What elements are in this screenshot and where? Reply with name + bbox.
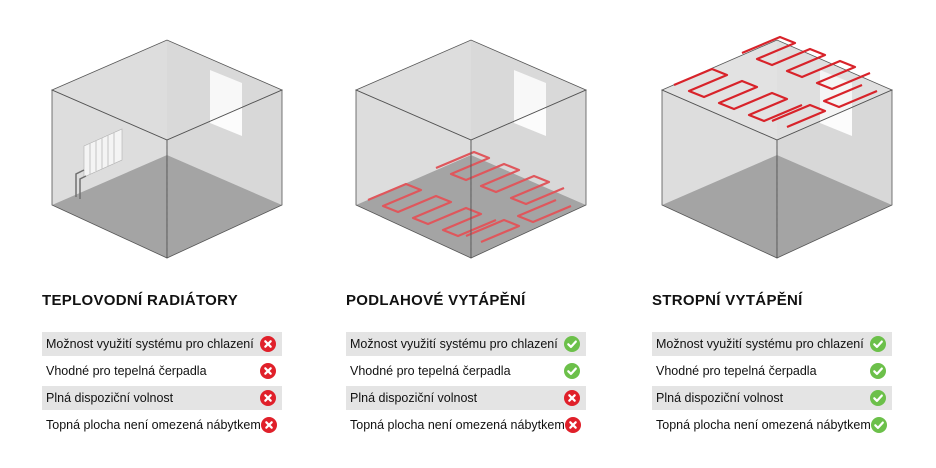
feature-row: Možnost využití systému pro chlazení [652, 332, 892, 356]
radiator-room-illustration [50, 39, 284, 259]
cross-icon [564, 390, 580, 406]
feature-row: Plná dispoziční volnost [346, 386, 586, 410]
check-icon [564, 336, 580, 352]
feature-row: Plná dispoziční volnost [42, 386, 282, 410]
feature-row: Topná plocha není omezená nábytkem [652, 413, 892, 437]
feature-list: Možnost využití systému pro chlazení Vho… [42, 332, 282, 440]
feature-list: Možnost využití systému pro chlazení Vho… [346, 332, 586, 440]
feature-label: Topná plocha není omezená nábytkem [350, 418, 565, 432]
feature-label: Vhodné pro tepelná čerpadla [46, 364, 207, 378]
ceiling-pipe-icon [673, 35, 878, 129]
check-icon [870, 336, 886, 352]
feature-row: Vhodné pro tepelná čerpadla [42, 359, 282, 383]
check-icon [564, 363, 580, 379]
feature-label: Topná plocha není omezená nábytkem [46, 418, 261, 432]
cross-icon [260, 417, 277, 433]
feature-row: Plná dispoziční volnost [652, 386, 892, 410]
feature-label: Možnost využití systému pro chlazení [656, 337, 864, 351]
feature-label: Plná dispoziční volnost [350, 391, 478, 405]
feature-row: Vhodné pro tepelná čerpadla [346, 359, 586, 383]
feature-label: Možnost využití systému pro chlazení [46, 337, 254, 351]
check-icon [870, 390, 886, 406]
feature-label: Topná plocha není omezená nábytkem [656, 418, 871, 432]
feature-row: Topná plocha není omezená nábytkem [42, 413, 282, 437]
column-floor-heating: PODLAHOVÉ VYTÁPĚNÍ Možnost využití systé… [346, 0, 606, 468]
ceiling-heating-room-illustration [660, 35, 894, 259]
cross-icon [260, 363, 276, 379]
check-icon [870, 417, 887, 433]
column-title: PODLAHOVÉ VYTÁPĚNÍ [346, 292, 526, 309]
column-title: STROPNÍ VYTÁPĚNÍ [652, 292, 803, 309]
feature-label: Možnost využití systému pro chlazení [350, 337, 558, 351]
radiator-icon [75, 128, 123, 199]
feature-row: Možnost využití systému pro chlazení [42, 332, 282, 356]
feature-row: Vhodné pro tepelná čerpadla [652, 359, 892, 383]
feature-row: Možnost využití systému pro chlazení [346, 332, 586, 356]
feature-label: Vhodné pro tepelná čerpadla [656, 364, 817, 378]
floor-pipe-icon [367, 150, 572, 244]
feature-label: Plná dispoziční volnost [46, 391, 174, 405]
column-title: TEPLOVODNÍ RADIÁTORY [42, 292, 239, 309]
cross-icon [260, 390, 276, 406]
column-ceiling-heating: STROPNÍ VYTÁPĚNÍ Možnost využití systému… [652, 0, 912, 468]
feature-label: Plná dispoziční volnost [656, 391, 784, 405]
feature-row: Topná plocha není omezená nábytkem [346, 413, 586, 437]
column-radiators: TEPLOVODNÍ RADIÁTORY Možnost využití sys… [42, 0, 302, 468]
feature-list: Možnost využití systému pro chlazení Vho… [652, 332, 892, 440]
floor-heating-room-illustration [354, 39, 588, 259]
cross-icon [260, 336, 276, 352]
check-icon [870, 363, 886, 379]
feature-label: Vhodné pro tepelná čerpadla [350, 364, 511, 378]
cross-icon [564, 417, 581, 433]
